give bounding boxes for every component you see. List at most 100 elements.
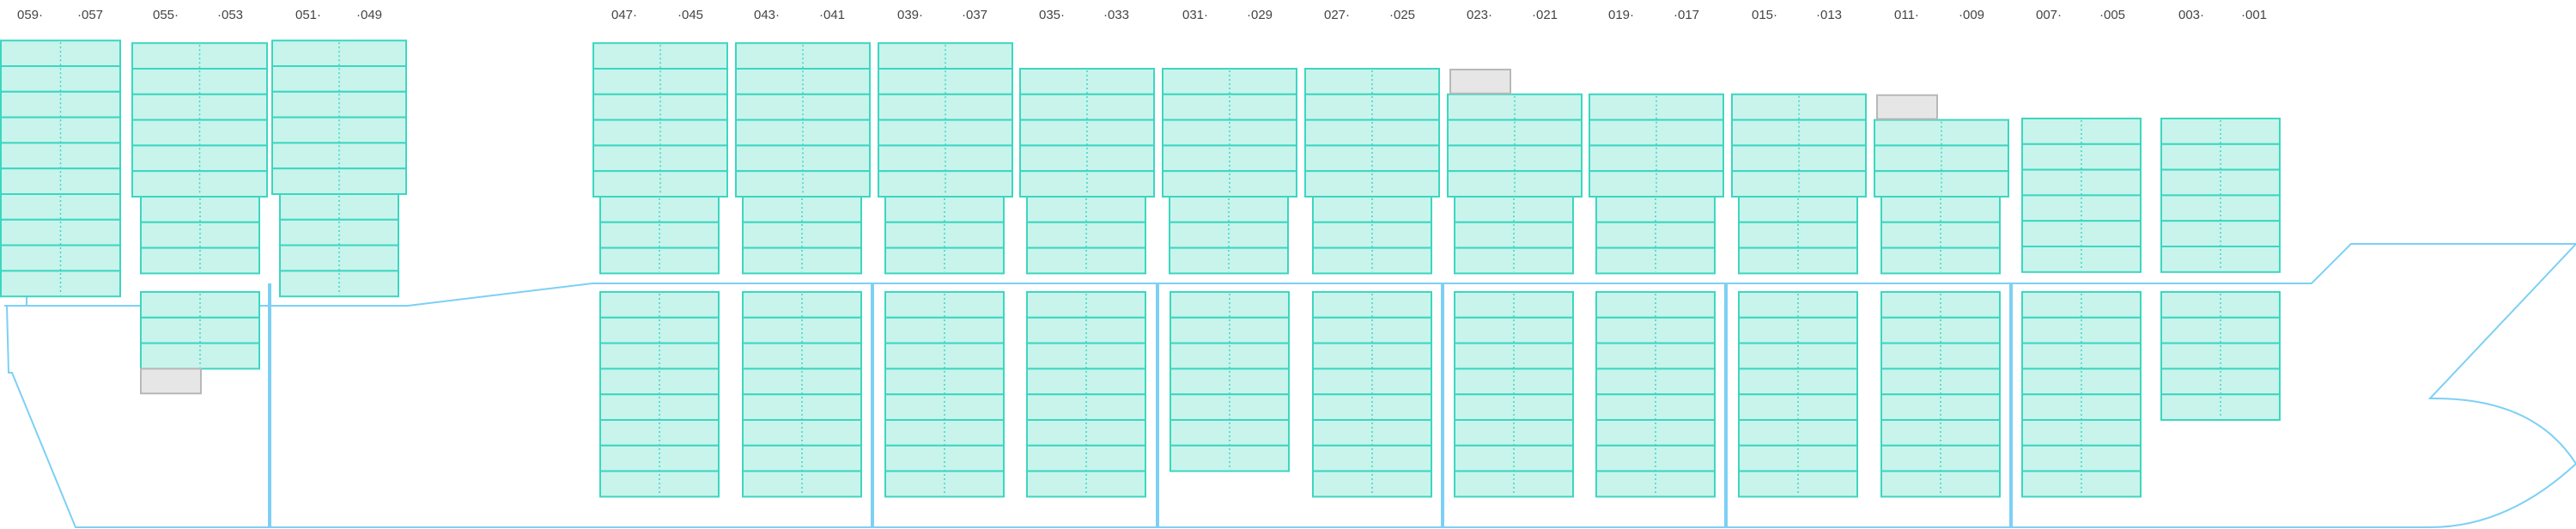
on-deck-lower-slot[interactable] <box>884 196 1005 223</box>
on-deck-upper-slot[interactable] <box>735 42 871 70</box>
in-hold-slot[interactable] <box>140 342 260 370</box>
on-deck-lower-slot[interactable] <box>1169 196 1289 223</box>
on-deck-lower-slot[interactable] <box>1595 196 1716 223</box>
in-hold-slot[interactable] <box>1738 393 1858 422</box>
in-hold-slot[interactable] <box>1312 316 1432 344</box>
on-deck-upper-slot[interactable] <box>592 42 728 70</box>
in-hold-slot[interactable] <box>1170 316 1290 344</box>
on-deck-lower-slot[interactable] <box>1595 246 1716 275</box>
on-deck-lower-slot[interactable] <box>140 221 260 249</box>
on-deck-upper-slot[interactable] <box>735 68 871 95</box>
on-deck-upper-slot[interactable] <box>1304 119 1440 147</box>
on-deck-upper-slot[interactable] <box>0 40 121 67</box>
on-deck-lower-slot[interactable] <box>2021 118 2142 145</box>
on-deck-lower-slot[interactable] <box>2021 168 2142 197</box>
in-hold-slot[interactable] <box>1026 342 1146 370</box>
on-deck-upper-slot[interactable] <box>271 142 407 170</box>
on-deck-upper-slot[interactable] <box>1731 119 1867 147</box>
in-hold-slot[interactable] <box>2160 393 2281 422</box>
on-deck-lower-slot[interactable] <box>279 218 399 246</box>
on-deck-upper-slot[interactable] <box>1447 119 1583 147</box>
in-hold-slot[interactable] <box>1880 393 2001 422</box>
on-deck-lower-slot[interactable] <box>1454 196 1574 223</box>
on-deck-lower-slot[interactable] <box>742 221 862 249</box>
in-hold-slot[interactable] <box>1880 316 2001 344</box>
in-hold-slot[interactable] <box>742 342 862 370</box>
on-deck-lower-slot[interactable] <box>1880 196 2001 223</box>
on-deck-lower-slot[interactable] <box>0 218 121 246</box>
on-deck-lower-slot[interactable] <box>599 221 720 249</box>
in-hold-slot[interactable] <box>1595 316 1716 344</box>
in-hold-slot[interactable] <box>1312 368 1432 396</box>
on-deck-upper-slot[interactable] <box>1874 144 2009 173</box>
on-deck-lower-slot[interactable] <box>1312 246 1432 275</box>
on-deck-lower-slot[interactable] <box>140 246 260 275</box>
on-deck-lower-slot[interactable] <box>884 221 1005 249</box>
in-hold-slot[interactable] <box>1170 342 1290 370</box>
on-deck-upper-slot[interactable] <box>878 68 1013 95</box>
in-hold-slot[interactable] <box>1170 368 1290 396</box>
on-deck-lower-slot[interactable] <box>1312 196 1432 223</box>
in-hold-slot[interactable] <box>599 368 720 396</box>
on-deck-upper-slot[interactable] <box>1019 68 1155 95</box>
in-hold-slot[interactable] <box>1454 393 1574 422</box>
in-hold-slot[interactable] <box>599 291 720 319</box>
on-deck-lower-slot[interactable] <box>599 246 720 275</box>
on-deck-lower-slot[interactable] <box>2021 194 2142 222</box>
on-deck-lower-slot[interactable] <box>1454 246 1574 275</box>
in-hold-slot[interactable] <box>1738 342 1858 370</box>
in-hold-slot[interactable] <box>1312 393 1432 422</box>
on-deck-lower-slot[interactable] <box>2160 220 2281 248</box>
on-deck-lower-slot[interactable] <box>742 246 862 275</box>
on-deck-upper-slot[interactable] <box>271 90 407 119</box>
in-hold-slot[interactable] <box>2160 368 2281 396</box>
on-deck-lower-slot[interactable] <box>279 270 399 298</box>
on-deck-upper-slot[interactable] <box>1162 170 1297 198</box>
on-deck-upper-slot[interactable] <box>1162 93 1297 121</box>
on-deck-upper-slot[interactable] <box>1589 93 1724 121</box>
in-hold-slot[interactable] <box>599 393 720 422</box>
on-deck-lower-slot[interactable] <box>2160 168 2281 197</box>
in-hold-slot[interactable] <box>1595 291 1716 319</box>
on-deck-lower-slot[interactable] <box>884 246 1005 275</box>
on-deck-upper-slot[interactable] <box>592 119 728 147</box>
in-hold-slot[interactable] <box>1312 342 1432 370</box>
on-deck-upper-slot[interactable] <box>131 42 268 70</box>
on-deck-lower-slot[interactable] <box>1026 221 1146 249</box>
on-deck-lower-slot[interactable] <box>2160 194 2281 222</box>
in-hold-slot[interactable] <box>2021 368 2142 396</box>
on-deck-upper-slot[interactable] <box>1731 93 1867 121</box>
on-deck-upper-slot[interactable] <box>1019 119 1155 147</box>
on-deck-lower-slot[interactable] <box>0 244 121 272</box>
in-hold-slot[interactable] <box>2021 393 2142 422</box>
on-deck-upper-slot[interactable] <box>271 40 407 67</box>
in-hold-slot[interactable] <box>2160 342 2281 370</box>
in-hold-slot[interactable] <box>1595 393 1716 422</box>
in-hold-slot[interactable] <box>1454 291 1574 319</box>
on-deck-lower-slot[interactable] <box>1738 246 1858 275</box>
on-deck-upper-slot[interactable] <box>1447 144 1583 173</box>
on-deck-upper-slot[interactable] <box>1162 119 1297 147</box>
on-deck-lower-slot[interactable] <box>279 193 399 221</box>
on-deck-lower-slot[interactable] <box>2021 143 2142 171</box>
in-hold-slot[interactable] <box>884 291 1005 319</box>
in-hold-slot[interactable] <box>742 316 862 344</box>
on-deck-lower-slot[interactable] <box>1169 221 1289 249</box>
in-hold-slot[interactable] <box>1026 368 1146 396</box>
in-hold-slot[interactable] <box>1454 342 1574 370</box>
on-deck-upper-slot[interactable] <box>592 68 728 95</box>
on-deck-upper-slot[interactable] <box>1304 68 1440 95</box>
on-deck-lower-slot[interactable] <box>279 244 399 272</box>
in-hold-slot[interactable] <box>2021 316 2142 344</box>
in-hold-slot[interactable] <box>1454 316 1574 344</box>
on-deck-upper-slot[interactable] <box>131 144 268 173</box>
on-deck-lower-slot[interactable] <box>0 270 121 298</box>
on-deck-upper-slot[interactable] <box>878 119 1013 147</box>
on-deck-lower-slot[interactable] <box>1738 196 1858 223</box>
on-deck-upper-slot[interactable] <box>592 93 728 121</box>
on-deck-lower-slot[interactable] <box>1454 221 1574 249</box>
on-deck-lower-slot[interactable] <box>2160 143 2281 171</box>
on-deck-upper-slot[interactable] <box>1874 119 2009 147</box>
on-deck-upper-slot[interactable] <box>1162 68 1297 95</box>
on-deck-lower-slot[interactable] <box>1595 221 1716 249</box>
